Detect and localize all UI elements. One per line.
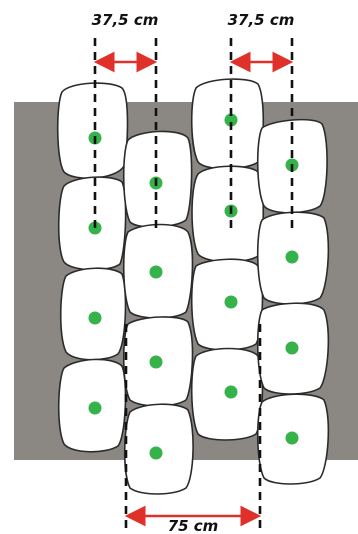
dimension-label-top-left: 37,5 cm	[92, 11, 159, 29]
stone	[58, 83, 128, 178]
plant-dot	[286, 432, 299, 445]
plant-dot	[286, 251, 299, 264]
plant-dot	[286, 342, 299, 355]
plant-dot	[225, 386, 238, 399]
dimension-label-top-right: 37,5 cm	[228, 11, 295, 29]
plant-dot	[150, 356, 163, 369]
plant-dot	[89, 312, 102, 325]
plant-dot	[150, 447, 163, 460]
plant-dot	[225, 296, 238, 309]
dimension-label-bottom: 75 cm	[168, 517, 219, 534]
plant-dot	[150, 266, 163, 279]
plant-dot	[89, 402, 102, 415]
